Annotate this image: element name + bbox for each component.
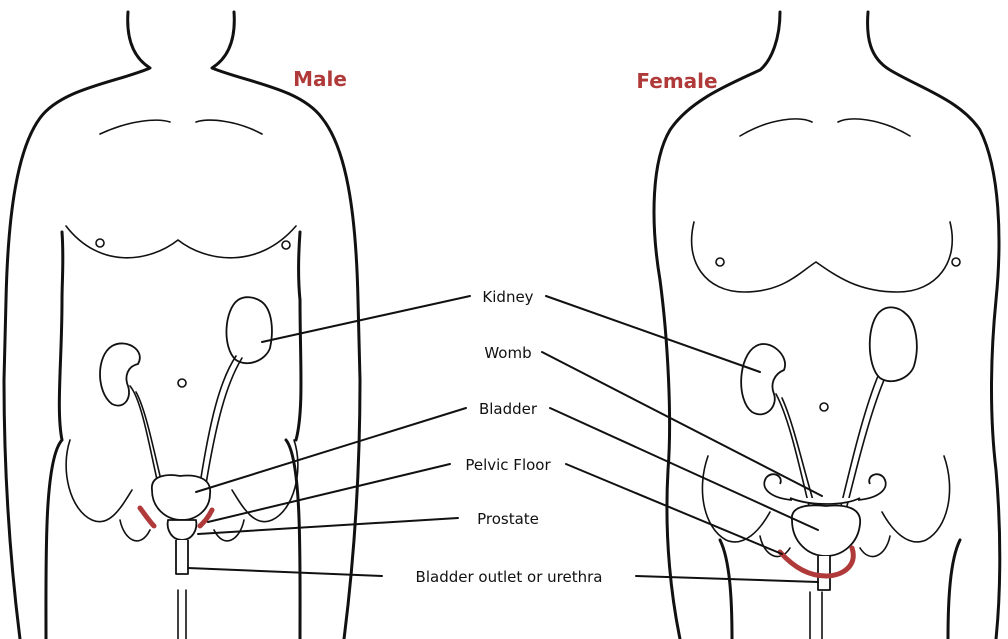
female-title: Female [636, 69, 717, 93]
male-collarbones [100, 120, 262, 134]
female-nipple-right [952, 258, 960, 266]
male-navel [178, 379, 186, 387]
male-nipple-left [96, 239, 104, 247]
female-navel [820, 403, 828, 411]
urethra-leader-female [636, 576, 818, 582]
female-womb [764, 474, 885, 504]
bladder-leader-male [196, 408, 466, 492]
kidney-label: Kidney [482, 288, 533, 306]
male-chest [66, 226, 296, 258]
male-title: Male [293, 67, 347, 91]
pelvic-floor-leader-male [208, 464, 450, 522]
female-kidney-left [741, 344, 785, 414]
womb-label: Womb [484, 344, 531, 362]
female-breasts [692, 222, 953, 292]
female-figure: Female [636, 12, 999, 639]
urethra-label: Bladder outlet or urethra [416, 568, 603, 586]
male-figure: Male [4, 12, 360, 639]
female-collarbones [740, 119, 910, 136]
prostate-leader [198, 518, 458, 534]
prostate-label: Prostate [477, 510, 539, 528]
female-urethra [818, 556, 830, 590]
male-kidney-right [226, 297, 271, 363]
kidney-leader-female [546, 296, 760, 372]
bladder-leader-female [550, 408, 818, 530]
pelvic-floor-label: Pelvic Floor [465, 456, 551, 474]
pelvic-floor-leader-female [566, 464, 782, 554]
kidney-leader-male [262, 296, 470, 342]
female-kidney-right [870, 307, 917, 381]
male-bladder [152, 475, 210, 520]
male-urethra [176, 540, 188, 574]
labels: Kidney Womb Bladder Pelvic Floor Prostat… [188, 288, 822, 586]
male-nipple-right [282, 241, 290, 249]
male-ureters [130, 356, 242, 484]
male-pelvic-floor-mark-left [140, 508, 154, 526]
bladder-label: Bladder [479, 400, 538, 418]
male-kidney-left [100, 343, 140, 405]
female-nipple-left [716, 258, 724, 266]
male-prostate-organ [168, 520, 197, 540]
